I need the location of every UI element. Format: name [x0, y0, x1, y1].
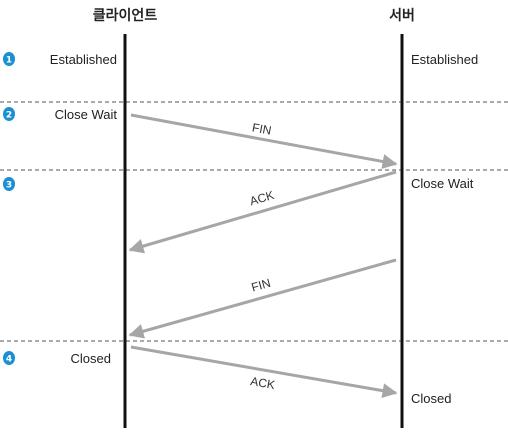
message-label-fin-1: FIN — [251, 120, 273, 137]
step-badge-1: 1 — [3, 52, 15, 66]
svg-text:2: 2 — [6, 111, 12, 121]
server-state-established: Established — [411, 52, 478, 67]
client-state-established: Established — [50, 52, 117, 67]
message-label-ack-1: ACK — [248, 188, 276, 208]
server-header: 서버 — [389, 7, 415, 24]
svg-text:4: 4 — [6, 355, 12, 365]
ack-arrow-server-to-client — [128, 170, 397, 254]
server-state-close-wait: Close Wait — [411, 176, 474, 191]
message-label-ack-2: ACK — [249, 374, 276, 392]
step-badge-2: 2 — [3, 107, 15, 121]
message-label-fin-2: FIN — [250, 276, 272, 295]
client-header: 클라이언트 — [93, 7, 158, 24]
client-state-close-wait: Close Wait — [55, 107, 118, 122]
fin-arrow-client-to-server — [130, 113, 398, 169]
fin-arrow-server-to-client — [128, 258, 397, 339]
server-state-closed: Closed — [411, 391, 451, 406]
svg-text:1: 1 — [6, 56, 12, 66]
svg-text:3: 3 — [6, 181, 12, 191]
ack-arrow-client-to-server — [130, 345, 398, 399]
client-state-closed: Closed — [71, 351, 111, 366]
step-badge-4: 4 — [3, 351, 15, 365]
step-badge-3: 3 — [3, 177, 15, 191]
